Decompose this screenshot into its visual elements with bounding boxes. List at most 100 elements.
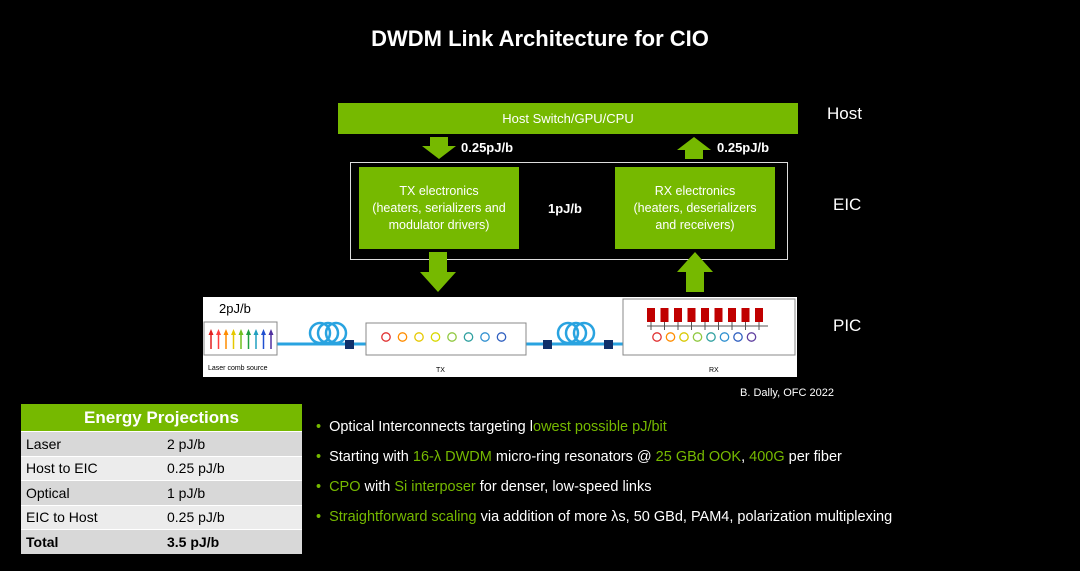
laser-arrow-icon <box>231 329 236 335</box>
down-arrow-icon <box>420 252 456 292</box>
rx-electronics-box: RX electronics (heaters, deserializers a… <box>615 167 775 249</box>
bullet-dot-icon: • <box>316 479 322 495</box>
photodetector-icon <box>728 308 736 322</box>
eic-to-host-energy: 0.25pJ/b <box>717 140 770 155</box>
ring-resonator-icon <box>692 332 703 342</box>
row-label: Host to EIC <box>21 455 162 481</box>
table-row: EIC to Host 0.25 pJ/b <box>21 504 302 530</box>
bullet-text: with <box>360 479 395 495</box>
bullet-text: Optical Interconnects targeting l <box>329 419 533 435</box>
photodetector-icon <box>714 308 723 322</box>
table-total-row: Total 3.5 pJ/b <box>21 529 302 554</box>
host-level-label: Host <box>827 104 862 123</box>
tx-caption: TX <box>436 367 445 374</box>
ring-resonator-icon <box>381 332 391 342</box>
table-row: Laser 2 pJ/b <box>21 431 302 456</box>
rx-caption: RX <box>709 367 719 374</box>
row-label: Laser <box>21 431 162 456</box>
fiber-spool-icon <box>308 321 348 345</box>
table-row: Optical 1 pJ/b <box>21 480 302 505</box>
row-value: 2 pJ/b <box>162 431 302 456</box>
photodetector-icon <box>755 308 763 322</box>
bullet-text: , <box>741 449 750 465</box>
energy-projections-table: Energy Projections Laser 2 pJ/b Host to … <box>21 404 302 554</box>
ring-resonator-icon <box>706 332 716 342</box>
ring-resonator-icon <box>480 332 490 342</box>
row-value: 0.25 pJ/b <box>162 455 302 481</box>
up-arrow-icon <box>677 252 713 292</box>
table-row: Host to EIC 0.25 pJ/b <box>21 455 302 481</box>
laser-energy: 2pJ/b <box>219 301 251 316</box>
fiber-coupler-icon <box>345 340 354 349</box>
ring-resonator-icon <box>463 332 474 342</box>
highlight-text: 16-λ DWDM <box>412 449 492 465</box>
photodetector-icon <box>687 308 696 322</box>
photodetector-icon <box>660 308 669 322</box>
photodetector-icon <box>741 308 750 322</box>
row-label: EIC to Host <box>21 504 162 530</box>
laser-arrow-icon <box>238 329 244 335</box>
bullet-text: for denser, low-speed links <box>475 479 652 495</box>
citation: B. Dally, OFC 2022 <box>740 387 834 399</box>
bullet-item: • Straightforward scaling via addition of… <box>316 502 892 532</box>
ring-resonator-icon <box>414 332 424 342</box>
host-to-eic-energy: 0.25pJ/b <box>461 140 514 155</box>
pic-level-label: PIC <box>833 316 862 335</box>
laser-arrow-icon <box>261 329 266 335</box>
bullet-dot-icon: • <box>316 419 322 435</box>
ring-resonator-icon <box>733 332 743 342</box>
bullet-dot-icon: • <box>316 509 322 525</box>
photodetector-icon <box>674 308 682 322</box>
pic-photonic-schematic: 2pJ/b Laser comb source TX RX <box>203 298 796 374</box>
table-header: Energy Projections <box>21 404 302 432</box>
laser-comb-caption: Laser comb source <box>208 365 268 372</box>
bullet-text: per fiber <box>784 449 842 465</box>
highlight-text: 400G <box>749 449 785 465</box>
highlight-text: CPO <box>329 479 361 495</box>
highlight-text: Straightforward scaling <box>329 509 477 525</box>
bullet-text: via addition of more λs, 50 GBd, PAM4, p… <box>476 509 893 525</box>
highlight-text: 25 GBd OOK <box>655 449 742 465</box>
ring-resonator-icon <box>652 332 662 342</box>
page-title: DWDM Link Architecture for CIO <box>371 26 709 51</box>
photodetector-icon <box>647 308 655 322</box>
row-value: 0.25 pJ/b <box>162 504 302 530</box>
tx-electronics-box: TX electronics (heaters, serializers and… <box>359 167 519 249</box>
laser-arrow-icon <box>246 329 251 335</box>
ring-resonator-icon <box>719 332 730 342</box>
ring-resonator-icon <box>397 332 408 342</box>
eic-energy: 1pJ/b <box>548 201 582 216</box>
ring-resonator-icon <box>746 332 757 342</box>
ring-resonator-icon <box>496 332 507 342</box>
ring-resonator-icon <box>665 332 676 342</box>
tx-modulator-box <box>365 322 527 356</box>
bullet-list: • Optical Interconnects targeting lowest … <box>316 412 892 532</box>
bullet-text: micro-ring resonators @ <box>491 449 656 465</box>
laser-arrow-icon <box>223 329 229 335</box>
ring-resonator-icon <box>430 332 441 342</box>
bullet-text: Starting with <box>329 449 413 465</box>
up-arrow-icon <box>677 137 711 159</box>
bullet-item: • CPO with Si interposer for denser, low-… <box>316 472 892 502</box>
rx-receiver-box <box>622 298 796 356</box>
fiber-coupler-icon <box>543 340 552 349</box>
photodetector-icon <box>701 308 709 322</box>
row-value: 3.5 pJ/b <box>162 529 302 554</box>
host-switch-bar: Host Switch/GPU/CPU <box>338 103 798 134</box>
ring-resonator-icon <box>447 332 457 342</box>
laser-arrow-icon <box>253 329 259 335</box>
pic-diagram: 2pJ/b Laser comb source TX RX <box>203 297 797 377</box>
highlight-text: Si interposer <box>394 479 476 495</box>
row-label: Optical <box>21 480 162 505</box>
down-arrow-icon <box>422 137 456 159</box>
laser-arrow-icon <box>208 329 214 335</box>
highlight-text: owest possible pJ/bit <box>533 419 667 435</box>
ring-resonator-icon <box>679 332 689 342</box>
bullet-dot-icon: • <box>316 449 322 465</box>
fiber-spool-icon <box>556 321 596 345</box>
eic-frame <box>350 162 788 260</box>
laser-arrow-icon <box>216 329 221 335</box>
bullet-item: • Starting with 16-λ DWDM micro-ring reso… <box>316 442 892 472</box>
row-value: 1 pJ/b <box>162 480 302 505</box>
eic-level-label: EIC <box>833 195 862 214</box>
